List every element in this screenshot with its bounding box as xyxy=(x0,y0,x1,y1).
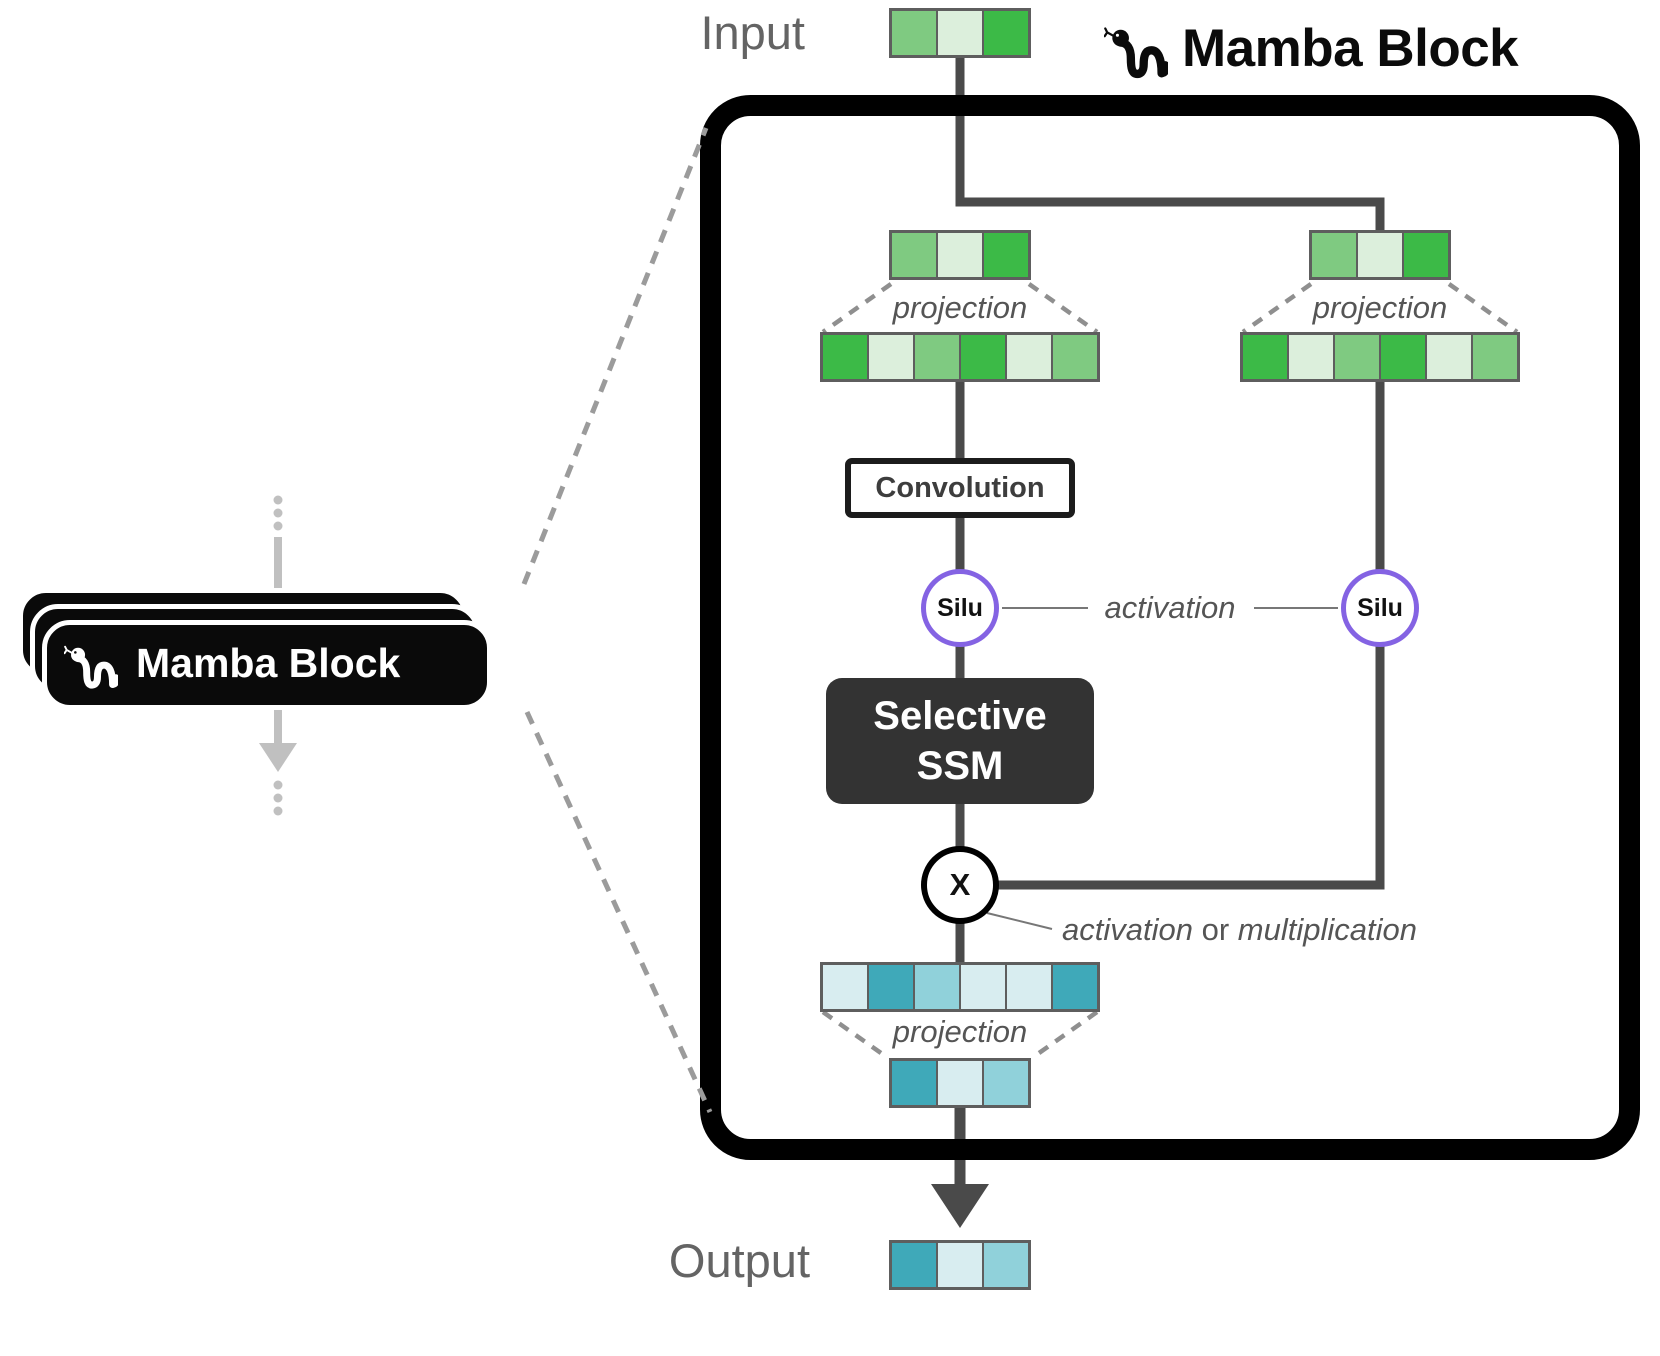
vector-cell xyxy=(982,233,1028,277)
vector-cell xyxy=(1333,335,1379,379)
output-label: Output xyxy=(668,1234,810,1287)
vector-cell xyxy=(936,1243,982,1287)
page-title: Mamba Block xyxy=(1182,19,1519,78)
vector-cell xyxy=(959,335,1005,379)
gated-vector xyxy=(820,962,1100,1012)
multiply-note-or: or xyxy=(1192,912,1238,947)
vector-cell xyxy=(892,233,936,277)
vector-cell xyxy=(936,1061,982,1105)
vector-cell xyxy=(982,11,1028,55)
mamba-badge-front xyxy=(42,620,492,710)
vector-cell xyxy=(823,335,867,379)
vector-cell xyxy=(867,965,913,1009)
mamba-snake-icon xyxy=(1104,27,1168,79)
vector-cell xyxy=(936,233,982,277)
vector-cell xyxy=(913,965,959,1009)
selective-ssm-box: Selective SSM xyxy=(826,678,1094,804)
vector-cell xyxy=(1356,233,1402,277)
multiply-note: activation or multiplication xyxy=(1062,908,1417,952)
zoom-connector-dashes xyxy=(521,127,713,1114)
projection-label-right: projection xyxy=(1312,290,1448,325)
multiply-note-multiplication: multiplication xyxy=(1237,912,1417,947)
silu-right-circle: Silu xyxy=(1341,569,1419,647)
flow-lines xyxy=(955,54,1385,964)
vector-cell xyxy=(867,335,913,379)
projection-label-left: projection xyxy=(892,290,1028,325)
vector-cell xyxy=(1402,233,1448,277)
badge-label: Mamba Block xyxy=(136,640,401,686)
vector-cell xyxy=(1051,965,1097,1009)
silu-left-label: Silu xyxy=(937,593,983,622)
vector-cell xyxy=(1051,335,1097,379)
output-vector xyxy=(889,1240,1031,1290)
left-branch-vector xyxy=(889,230,1031,280)
vector-cell xyxy=(1287,335,1333,379)
vector-cell xyxy=(1005,965,1051,1009)
ssm-label-line2: SSM xyxy=(916,744,1004,788)
convolution-label: Convolution xyxy=(875,471,1045,504)
right-branch-vector xyxy=(1309,230,1451,280)
vector-cell xyxy=(1312,233,1356,277)
vector-cell xyxy=(1425,335,1471,379)
mamba-block-frame xyxy=(700,95,1640,1160)
projection-label-bottom: projection xyxy=(892,1014,1028,1049)
projection-dashes xyxy=(821,282,1519,1060)
vector-cell xyxy=(913,335,959,379)
output-arrow xyxy=(931,1106,989,1228)
multiply-note-activation: activation xyxy=(1062,912,1193,947)
left-projected-vector xyxy=(820,332,1100,382)
vector-cell xyxy=(1379,335,1425,379)
convolution-box: Convolution xyxy=(845,458,1075,518)
ssm-label-line1: Selective xyxy=(873,694,1047,738)
down-projected-vector xyxy=(889,1058,1031,1108)
vector-cell xyxy=(959,965,1005,1009)
vector-cell xyxy=(823,965,867,1009)
activation-label: activation xyxy=(1104,590,1236,625)
vector-cell xyxy=(1243,335,1287,379)
vector-cell xyxy=(936,11,982,55)
multiply-label: X xyxy=(949,867,971,902)
mamba-snake-icon xyxy=(64,645,118,689)
input-vector xyxy=(889,8,1031,58)
vector-cell xyxy=(1471,335,1517,379)
silu-left-circle: Silu xyxy=(921,569,999,647)
vector-cell xyxy=(1005,335,1051,379)
vector-cell xyxy=(982,1243,1028,1287)
leader-lines xyxy=(986,607,1338,930)
vector-cell xyxy=(982,1061,1028,1105)
repeat-flow-column xyxy=(259,495,297,816)
vector-cell xyxy=(892,1243,936,1287)
vector-cell xyxy=(892,1061,936,1105)
input-label: Input xyxy=(700,6,805,59)
silu-right-label: Silu xyxy=(1357,593,1403,622)
vector-cell xyxy=(892,11,936,55)
right-projected-vector xyxy=(1240,332,1520,382)
multiply-circle: X xyxy=(921,846,999,924)
